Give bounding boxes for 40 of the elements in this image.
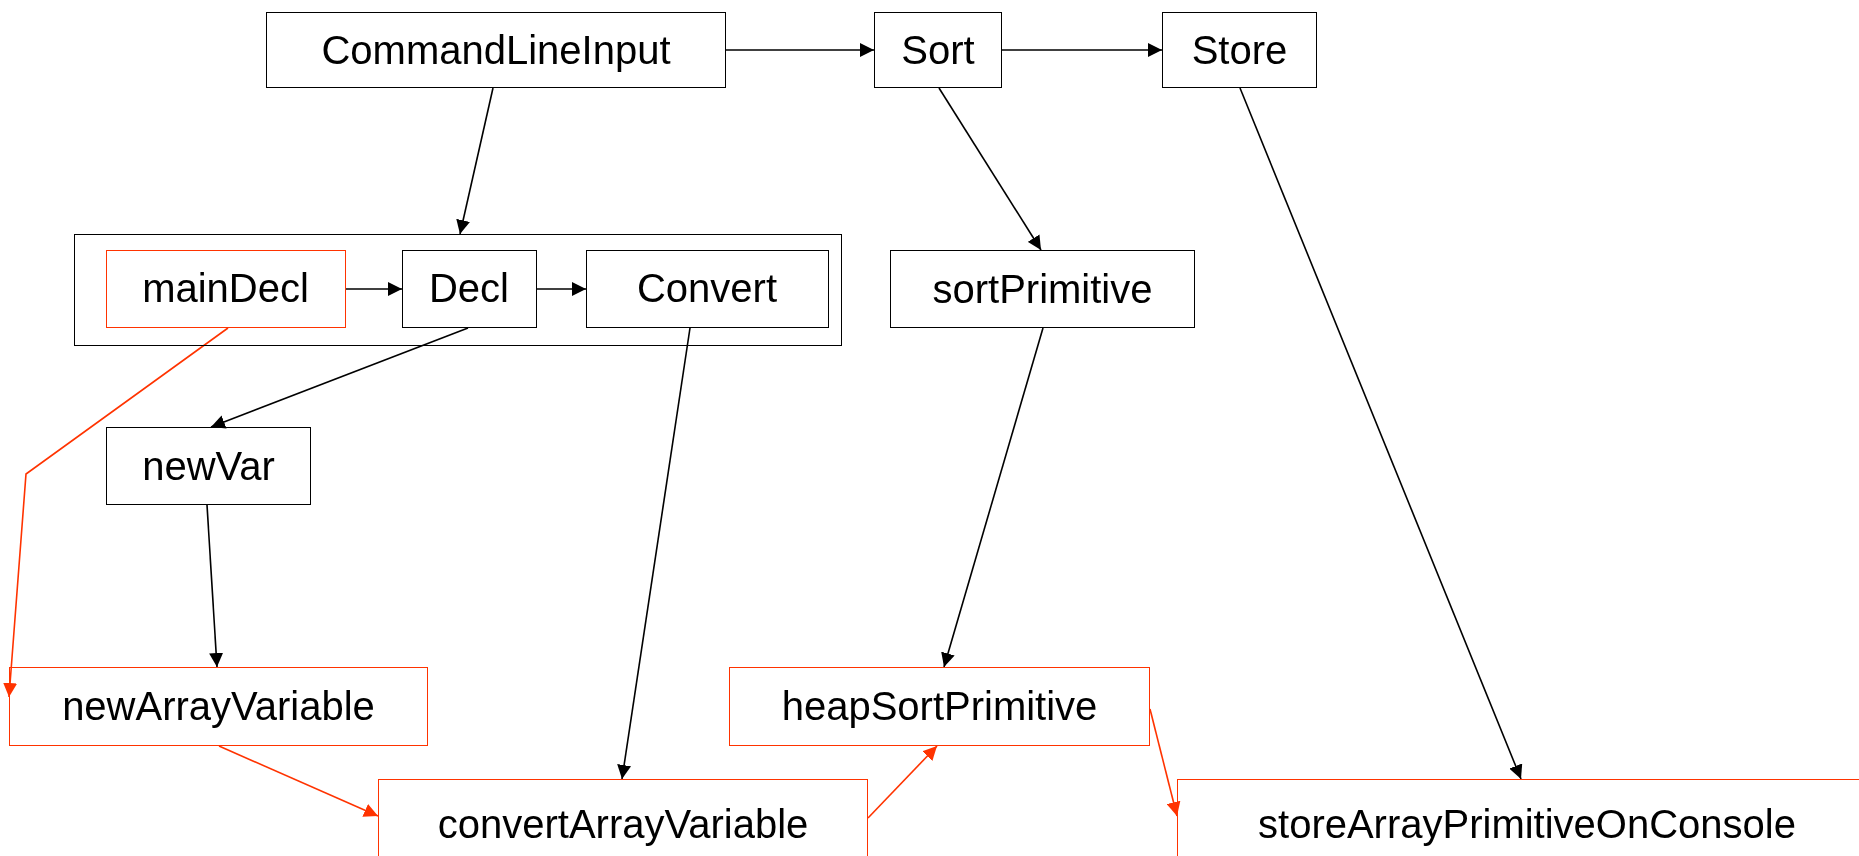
arrow	[867, 745, 938, 819]
process-box	[585, 249, 829, 328]
arrow	[941, 327, 1044, 668]
node-label: Sort	[901, 27, 975, 73]
node-label: CommandLineInput	[321, 27, 671, 73]
node-label: mainDecl	[142, 266, 309, 311]
node-label: convertArrayVariable	[437, 801, 809, 847]
process-box	[106, 427, 311, 505]
node-label: Decl	[429, 266, 509, 311]
arrow	[3, 327, 229, 698]
process-box	[266, 12, 726, 88]
node-label: Store	[1191, 27, 1288, 73]
group-box	[74, 234, 842, 346]
process-box	[378, 779, 868, 856]
arrow	[218, 745, 379, 817]
arrow	[210, 327, 469, 429]
arrow	[938, 87, 1042, 251]
node-label: newVar	[142, 443, 275, 489]
process-box	[105, 249, 346, 328]
process-box	[401, 249, 537, 328]
process-box	[1177, 779, 1859, 856]
arrow	[1239, 87, 1523, 780]
node-label: Convert	[636, 266, 778, 311]
arrow	[725, 43, 875, 57]
arrow	[1001, 43, 1163, 57]
arrow	[536, 282, 587, 296]
process-box	[729, 667, 1150, 746]
node-label: sortPrimitive	[932, 266, 1153, 312]
node-label: heapSortPrimitive	[781, 684, 1098, 729]
process-box	[9, 667, 428, 746]
arrow	[617, 327, 691, 780]
node-label: storeArrayPrimitiveOnConsole	[1258, 801, 1796, 847]
process-box	[890, 250, 1195, 328]
arrow	[1149, 708, 1181, 817]
process-box	[1162, 12, 1317, 88]
arrow	[206, 504, 224, 668]
arrow	[345, 282, 403, 296]
process-box	[874, 12, 1002, 88]
arrow	[456, 87, 494, 235]
node-label: newArrayVariable	[62, 684, 375, 729]
